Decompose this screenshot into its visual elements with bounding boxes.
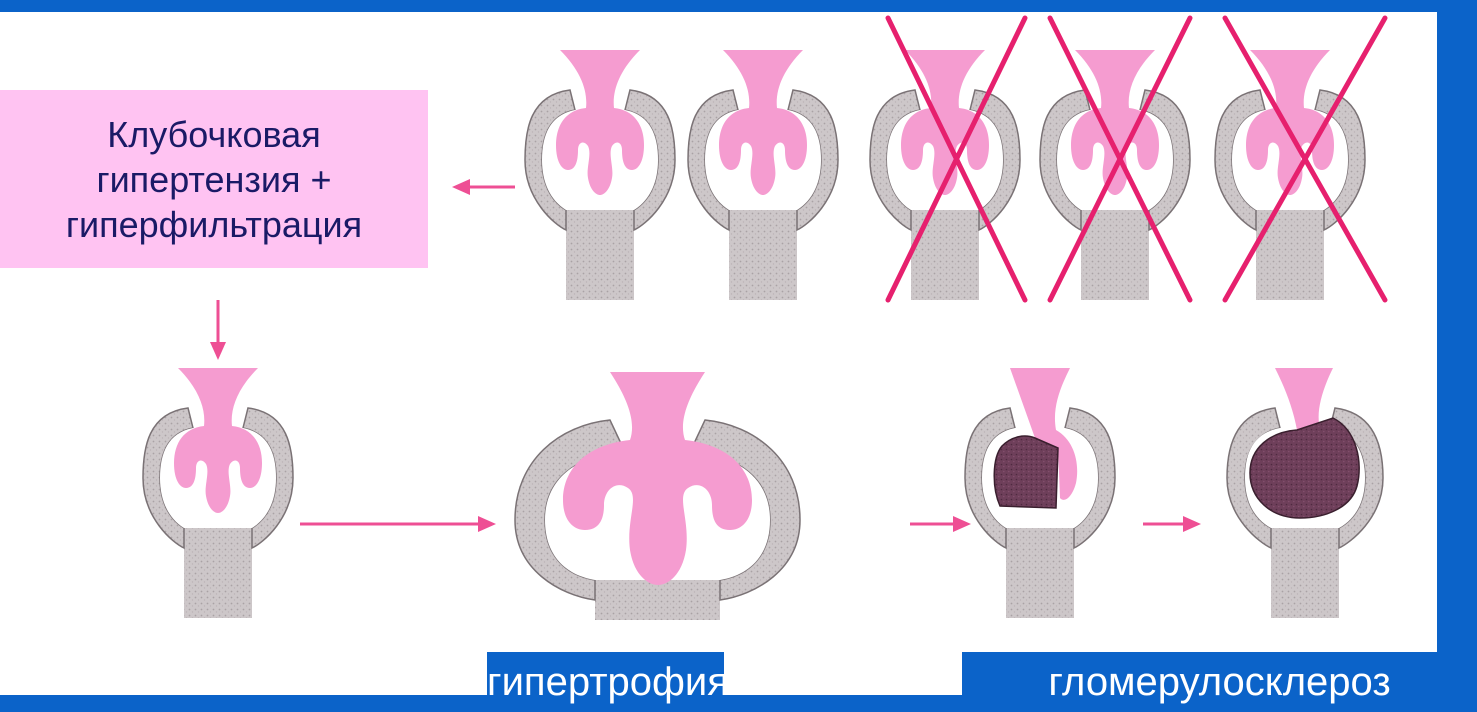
- label-line-3: гиперфильтрация: [66, 202, 362, 247]
- global-sclerosis-glomerulus: [1227, 368, 1383, 618]
- arrow-right-icon: [300, 516, 496, 532]
- label-line-2: гипертензия +: [96, 157, 331, 202]
- arrow-left-icon: [452, 179, 515, 195]
- label-line-1: Клубочковая: [107, 112, 320, 157]
- hypertrophy-caption: гипертрофия: [487, 652, 724, 712]
- arrow-down-icon: [210, 300, 226, 360]
- arrow-right-icon: [910, 516, 971, 532]
- partial-sclerosis-glomerulus: [965, 368, 1115, 618]
- glomerular-hypertension-label: Клубочковая гипертензия + гиперфильтраци…: [0, 90, 428, 268]
- hypertrophy-glomerulus: [515, 372, 800, 620]
- glomerulosclerosis-caption: гломерулосклероз: [962, 652, 1477, 712]
- arrow-right-icon: [1143, 516, 1201, 532]
